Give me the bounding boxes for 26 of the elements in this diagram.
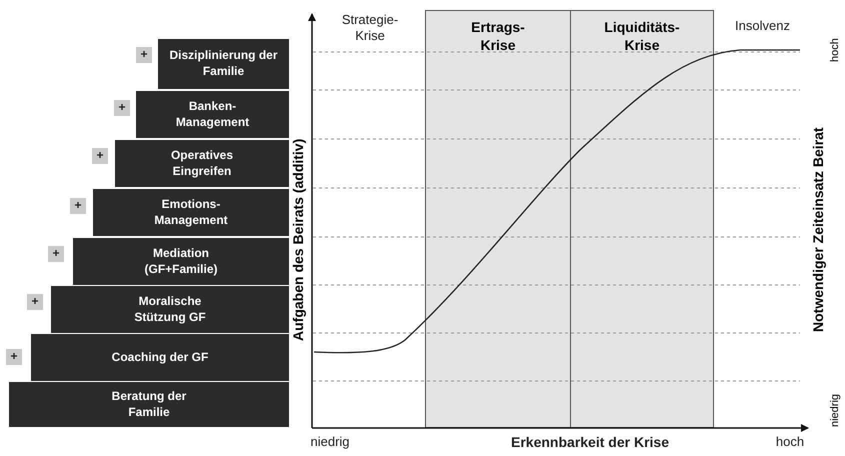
step-box: Emotions- Management <box>92 188 290 237</box>
plus-badge: + <box>114 100 130 116</box>
step-box: Coaching der GF <box>30 333 290 382</box>
phase-label: Strategie- Krise <box>340 12 400 46</box>
plus-badge: + <box>6 349 22 365</box>
axis-tick-label: niedrig <box>828 392 842 429</box>
step-box: Disziplinierung der Familie <box>157 38 290 90</box>
step-box: Mediation (GF+Familie) <box>72 237 290 286</box>
plus-badge: + <box>70 198 86 214</box>
axis-title: Erkennbarkeit der Krise <box>510 434 670 452</box>
step-box: Moralische Stützung GF <box>50 285 290 334</box>
axis-tick-label: hoch <box>774 434 806 450</box>
step-box: Banken- Management <box>135 90 290 139</box>
step-box: Operatives Eingreifen <box>114 139 290 188</box>
phase-label: Insolvenz <box>734 18 791 35</box>
step-box: Beratung der Familie <box>8 381 290 428</box>
axis-title: Notwendiger Zeiteinsatz Beirat <box>809 126 827 334</box>
axis-tick-label: niedrig <box>309 434 351 450</box>
plus-badge: + <box>136 47 152 63</box>
phase-band: Ertrags- Krise <box>425 10 571 428</box>
plus-badge: + <box>92 148 108 164</box>
axis-tick-label: hoch <box>828 37 842 64</box>
plus-badge: + <box>48 246 64 262</box>
plus-badge: + <box>27 294 43 310</box>
phase-band: Liquiditäts- Krise <box>570 10 714 428</box>
axis-title: Aufgaben des Beirats (additiv) <box>289 138 307 344</box>
